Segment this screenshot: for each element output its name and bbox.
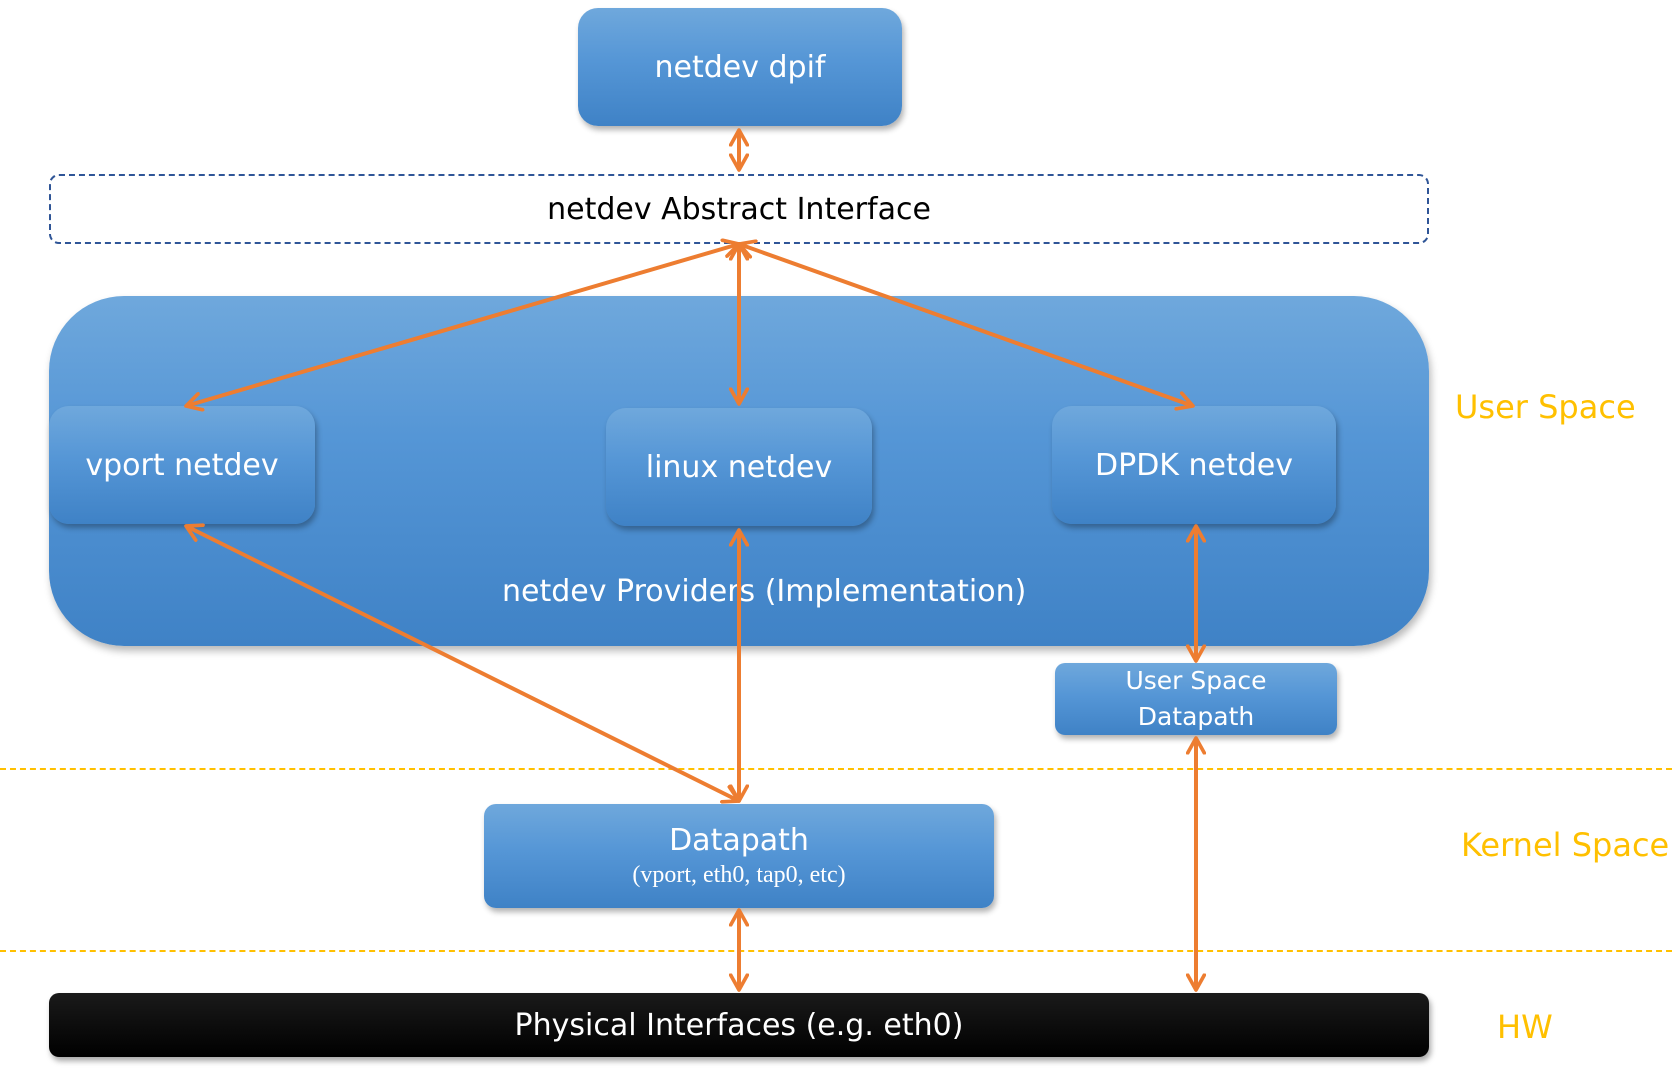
edge-abstract-vport <box>186 244 739 406</box>
netdev-dpif-node: netdev dpif <box>578 8 902 126</box>
edge-abstract-dpdk <box>739 244 1193 406</box>
netdev-dpif-label: netdev dpif <box>654 49 826 85</box>
user-kernel-divider <box>0 768 1672 770</box>
linux-netdev-node: linux netdev <box>606 408 872 526</box>
physical-interfaces-node: Physical Interfaces (e.g. eth0) <box>49 993 1429 1057</box>
linux-netdev-label: linux netdev <box>645 449 833 485</box>
user-space-datapath-line2: Datapath <box>1137 702 1255 731</box>
user-space-datapath-line1: User Space <box>1125 666 1267 695</box>
physical-interfaces-label: Physical Interfaces (e.g. eth0) <box>514 1007 964 1043</box>
kernel-hw-divider <box>0 950 1672 952</box>
vport-netdev-label: vport netdev <box>85 447 279 483</box>
datapath-node: Datapath (vport, eth0, tap0, etc) <box>484 804 994 908</box>
kernel-space-zone-label: Kernel Space <box>1461 826 1670 864</box>
vport-netdev-node: vport netdev <box>49 406 315 524</box>
edge-vport-datapath <box>186 526 739 801</box>
abstract-interface-label: netdev Abstract Interface <box>547 191 931 227</box>
hw-zone-label: HW <box>1497 1008 1553 1046</box>
user-space-zone-label: User Space <box>1455 388 1636 426</box>
dpdk-netdev-node: DPDK netdev <box>1052 406 1336 524</box>
datapath-subtitle: (vport, eth0, tap0, etc) <box>632 862 846 888</box>
user-space-datapath-node: User Space Datapath <box>1055 663 1337 735</box>
dpdk-netdev-label: DPDK netdev <box>1095 447 1293 483</box>
datapath-title: Datapath <box>669 823 809 858</box>
